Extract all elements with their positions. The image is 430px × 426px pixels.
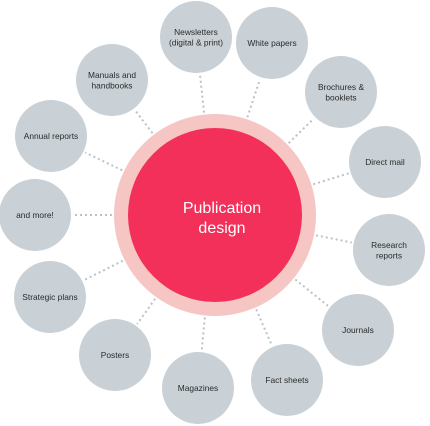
hub-title-line-1: Publication [183,200,261,217]
node-label-direct-mail: Direct mail [365,157,405,167]
node-white-papers: White papers [236,7,308,79]
node-newsletters: Newsletters(digital & print) [160,1,232,73]
node-circle-magazines [162,352,234,424]
node-circle-posters [79,319,151,391]
node-magazines: Magazines [162,352,234,424]
node-circle-manuals-handbooks [76,44,148,116]
node-label-research-reports-line-1: Research [371,240,407,250]
spoke-strategic-plans [83,259,124,281]
spoke-annual-reports [84,151,123,172]
spoke-newsletters [199,74,206,113]
node-circle-annual-reports [15,100,87,172]
node-label-journals: Journals [342,325,374,335]
spoke-direct-mail [313,172,349,186]
node-direct-mail: Direct mail [349,126,421,198]
hub-title-line-2: design [198,220,245,237]
spoke-white-papers [246,78,261,118]
node-label-and-more: and more! [16,210,54,220]
spoke-posters [136,298,156,325]
node-circle-brochures-booklets [305,56,377,128]
spoke-manuals-handbooks [134,109,154,134]
spoke-research-reports [315,234,352,244]
node-journals: Journals [322,294,394,366]
node-label-brochures-booklets-line-1: Brochures & [318,82,364,92]
node-strategic-plans: Strategic plans [14,261,86,333]
spokes [73,74,352,351]
spoke-magazines [200,317,206,351]
node-brochures-booklets: Brochures &booklets [305,56,377,128]
node-label-white-papers: White papers [247,38,296,48]
spoke-brochures-booklets [288,117,315,144]
node-circle-journals [322,294,394,366]
node-annual-reports: Annual reports [15,100,87,172]
node-circle-newsletters [160,1,232,73]
node-label-annual-reports: Annual reports [24,131,78,141]
hub-core [128,128,302,302]
node-label-manuals-handbooks-line-2: handbooks [92,80,133,90]
node-circle-and-more [0,179,71,251]
node-posters: Posters [79,319,151,391]
node-label-magazines: Magazines [178,383,219,393]
node-circle-direct-mail [349,126,421,198]
node-label-posters: Posters [101,350,129,360]
node-label-newsletters-line-2: (digital & print) [169,37,223,47]
node-circle-white-papers [236,7,308,79]
node-circle-fact-sheets [251,344,323,416]
spoke-journals [294,278,330,307]
node-label-newsletters-line-1: Newsletters [174,27,218,37]
node-label-manuals-handbooks-line-1: Manuals and [88,70,136,80]
node-fact-sheets: Fact sheets [251,344,323,416]
node-label-strategic-plans: Strategic plans [22,292,77,302]
node-label-fact-sheets: Fact sheets [265,375,308,385]
node-label-research-reports-line-2: reports [376,250,402,260]
spoke-fact-sheets [255,309,273,346]
node-circle-research-reports [353,214,425,286]
node-and-more: and more! [0,179,71,251]
node-circle-strategic-plans [14,261,86,333]
node-label-brochures-booklets-line-2: booklets [325,92,356,102]
